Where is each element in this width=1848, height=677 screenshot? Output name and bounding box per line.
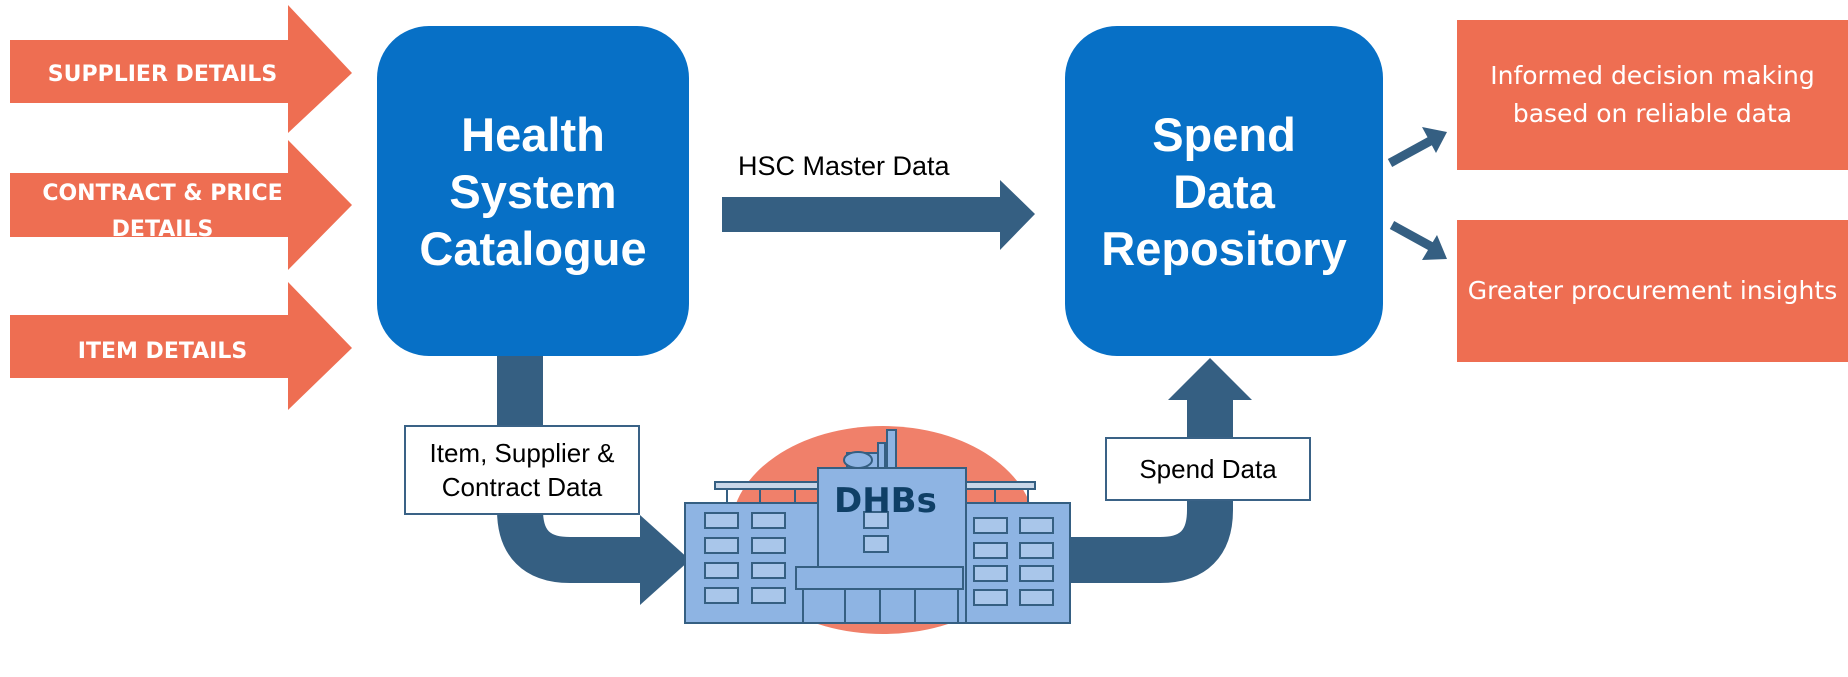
contract-input-arrow [10, 140, 352, 270]
spend-data-repository-label: Spend Data Repository [1101, 107, 1347, 275]
hsc-to-dhb-arrowhead [640, 515, 690, 605]
input-supplier-details: SUPPLIER DETAILS [47, 62, 278, 87]
dhbs-label: DHBs [834, 481, 937, 521]
supplier-input-arrow [10, 5, 352, 133]
outcome-greater-procurement-insights: Greater procurement insights [1457, 220, 1848, 362]
health-system-catalogue-box: Health System Catalogue [377, 26, 689, 356]
input-contract-price-details: CONTRACT & PRICE DETAILS [42, 181, 283, 242]
hsc-master-data-label: HSC Master Data [738, 151, 950, 181]
dhb-to-sdr-flow [1065, 400, 1233, 583]
item-supplier-contract-data-label: Item, Supplier & Contract Data [404, 425, 640, 515]
outcome-informed-decision-making: Informed decision making based on reliab… [1457, 20, 1848, 170]
item-input-arrow [10, 282, 352, 410]
dhb-to-sdr-arrowhead [1168, 358, 1252, 400]
outcome-arrow-2-head [1422, 235, 1447, 260]
spend-data-repository-box: Spend Data Repository [1065, 26, 1383, 356]
outcome-arrow-2-line [1389, 221, 1435, 251]
input-item-details: ITEM DETAILS [77, 339, 248, 364]
outcome-arrow-1-line [1387, 136, 1435, 167]
master-data-arrow [722, 180, 1035, 250]
outcome-arrow-1-head [1422, 127, 1447, 153]
dhb-building-icon [684, 429, 1071, 624]
health-system-catalogue-label: Health System Catalogue [419, 107, 647, 275]
spend-data-label: Spend Data [1105, 437, 1311, 501]
